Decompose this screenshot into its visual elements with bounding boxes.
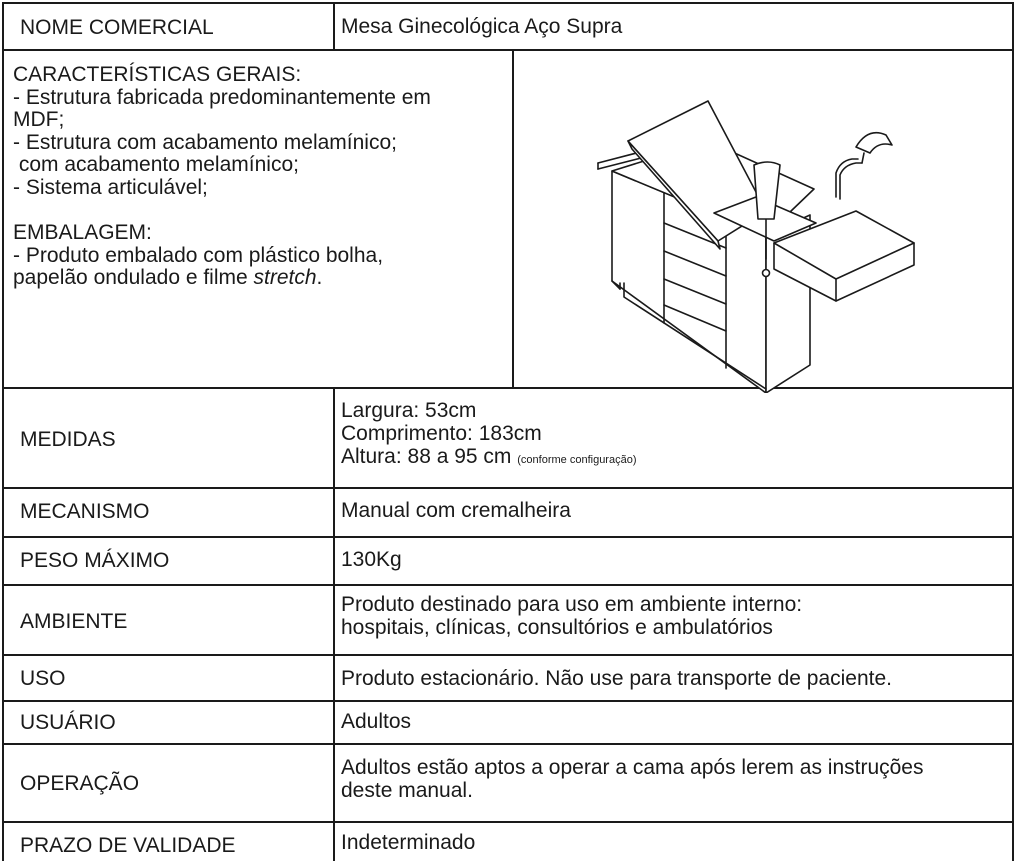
row-line bbox=[2, 387, 1014, 389]
features-block: CARACTERÍSTICAS GERAIS: - Estrutura fabr… bbox=[13, 63, 508, 290]
measure-height-text: Altura: 88 a 95 cm bbox=[341, 445, 512, 468]
ambiente-line: hospitais, clínicas, consultórios e ambu… bbox=[341, 616, 773, 639]
label-uso: USO bbox=[20, 667, 66, 690]
label-mecanismo: MECANISMO bbox=[20, 500, 150, 523]
measure-height-note: (conforme configuração) bbox=[517, 454, 637, 466]
row-line bbox=[2, 700, 1014, 702]
value-peso-maximo: 130Kg bbox=[341, 548, 402, 571]
value-ambiente: Produto destinado para uso em ambiente i… bbox=[341, 593, 802, 639]
gynecological-table-drawing-icon bbox=[597, 100, 915, 393]
measure-height: Altura: 88 a 95 cm (conforme configuraçã… bbox=[341, 445, 637, 472]
features-line: com acabamento melamínico; bbox=[13, 153, 299, 177]
value-uso: Produto estacionário. Não use para trans… bbox=[341, 667, 893, 690]
features-title: CARACTERÍSTICAS GERAIS: bbox=[13, 63, 302, 86]
features-line: - Sistema articulável; bbox=[13, 175, 208, 199]
measure-width: Largura: 53cm bbox=[341, 399, 477, 422]
row-line bbox=[2, 49, 1014, 51]
value-usuario: Adultos bbox=[341, 710, 412, 733]
features-line: - Estrutura fabricada predominantemente … bbox=[13, 85, 431, 109]
label-ambiente: AMBIENTE bbox=[20, 610, 128, 633]
value-mecanismo: Manual com cremalheira bbox=[341, 499, 571, 522]
value-operacao: Adultos estão aptos a operar a cama após… bbox=[341, 756, 923, 802]
value-nome-comercial: Mesa Ginecológica Aço Supra bbox=[341, 15, 623, 38]
label-usuario: USUÁRIO bbox=[20, 711, 116, 734]
packaging-line: papelão ondulado e filme stretch. bbox=[13, 267, 508, 290]
label-nome-comercial: NOME COMERCIAL bbox=[20, 16, 214, 39]
operacao-line: Adultos estão aptos a operar a cama após… bbox=[341, 756, 924, 779]
divider-features bbox=[512, 49, 514, 389]
row-line bbox=[2, 584, 1014, 586]
label-prazo-validade: PRAZO DE VALIDADE bbox=[20, 834, 236, 857]
row-line bbox=[2, 654, 1014, 656]
packaging-text-end: . bbox=[316, 266, 323, 290]
features-line: - Estrutura com acabamento melamínico; bbox=[13, 130, 397, 154]
row-line bbox=[2, 743, 1014, 745]
operacao-line: deste manual. bbox=[341, 779, 473, 802]
border-top bbox=[2, 2, 1014, 4]
value-prazo-validade: Indeterminado bbox=[341, 831, 476, 854]
ambiente-line: Produto destinado para uso em ambiente i… bbox=[341, 593, 803, 616]
row-line bbox=[2, 536, 1014, 538]
row-line bbox=[2, 487, 1014, 489]
measure-length: Comprimento: 183cm bbox=[341, 422, 542, 445]
label-medidas: MEDIDAS bbox=[20, 428, 116, 451]
divider-name bbox=[333, 2, 335, 50]
divider-rows bbox=[333, 387, 335, 861]
features-line: MDF; bbox=[13, 108, 65, 132]
packaging-text: papelão ondulado e filme bbox=[13, 266, 254, 290]
label-operacao: OPERAÇÃO bbox=[20, 772, 140, 795]
row-line bbox=[2, 821, 1014, 823]
packaging-italic: stretch bbox=[253, 266, 317, 290]
packaging-title: EMBALAGEM: bbox=[13, 221, 152, 245]
value-medidas: Largura: 53cm Comprimento: 183cm Altura:… bbox=[341, 399, 637, 472]
border-right bbox=[1012, 2, 1014, 861]
packaging-line: - Produto embalado com plástico bolha, bbox=[13, 243, 384, 267]
border-left bbox=[2, 2, 4, 861]
label-peso-maximo: PESO MÁXIMO bbox=[20, 549, 170, 572]
